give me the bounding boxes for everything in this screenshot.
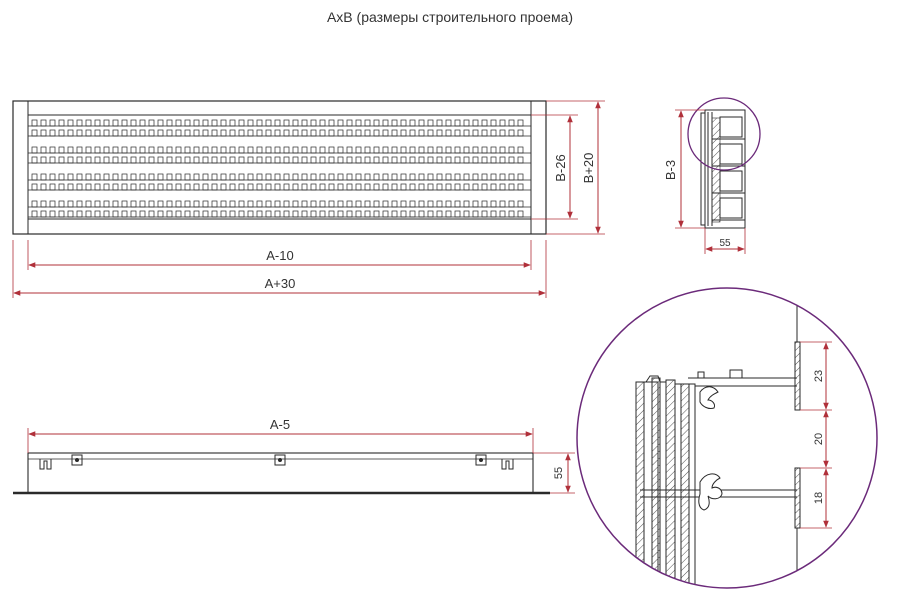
blade-profile-top [794, 341, 801, 411]
mount-bracket-left [39, 459, 52, 470]
dim-label-bottom-depth: 55 [553, 467, 565, 479]
front-inner-frame [27, 100, 532, 235]
mount-bracket-right [501, 459, 514, 470]
dim-label-b-minus-26: B-26 [553, 154, 568, 181]
spring-clip-top [699, 386, 719, 409]
detail-frame-circle [576, 287, 878, 589]
fastener-3 [475, 454, 487, 466]
dim-label-b-plus-20: B+20 [581, 153, 596, 184]
bottom-frame [27, 452, 534, 494]
spring-clip-bottom [698, 473, 723, 511]
front-outer-frame [12, 100, 547, 235]
detail-callout-circle [687, 97, 761, 171]
dim-label-b-minus-3: B-3 [663, 160, 678, 180]
dim-label-a-plus-30: A+30 [265, 276, 296, 291]
bottom-dimensions: A-5 55 [27, 417, 575, 494]
front-dimensions: A-10 A+30 B-26 B+20 [12, 100, 605, 298]
dim-label-a-minus-5: A-5 [270, 417, 290, 432]
fastener-1 [71, 454, 83, 466]
side-dimensions: B-3 55 [663, 109, 746, 254]
front-louver-blades [28, 119, 531, 218]
front-view [12, 100, 547, 235]
detail-dimensions: 23 20 18 [800, 341, 832, 529]
dim-label-detail-mid: 20 [813, 433, 825, 445]
bottom-view [13, 452, 550, 495]
dim-label-detail-top: 23 [813, 370, 825, 382]
dim-label-a-minus-10: A-10 [266, 248, 293, 263]
fastener-2 [274, 454, 286, 466]
side-view [700, 109, 746, 229]
dim-label-detail-bottom: 18 [813, 492, 825, 504]
blade-profile-bottom [794, 467, 801, 529]
drawing-title: АхВ (размеры строительного проема) [327, 9, 573, 25]
dim-label-side-depth: 55 [719, 238, 731, 249]
detail-view [576, 287, 878, 589]
